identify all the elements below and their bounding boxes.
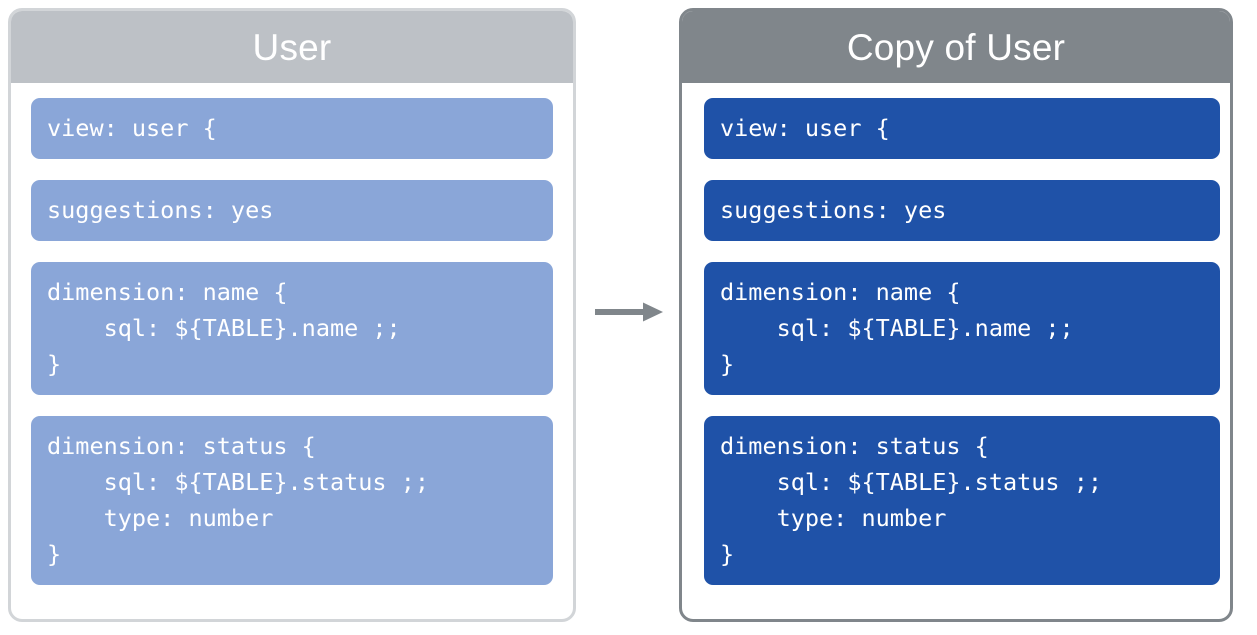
code-block-dimension-name[interactable]: dimension: name { sql: ${TABLE}.name ;; … (31, 262, 553, 395)
panel-source-title: User (252, 26, 332, 68)
code-block-suggestions-parameter[interactable]: suggestions: yes (31, 180, 553, 241)
panel-copy-body: view: user { suggestions: yes dimension:… (682, 83, 1230, 585)
code-block-dimension-name[interactable]: dimension: name { sql: ${TABLE}.name ;; … (704, 262, 1220, 395)
code-block-view-declaration[interactable]: view: user { (704, 98, 1220, 159)
code-block-dimension-status[interactable]: dimension: status { sql: ${TABLE}.status… (704, 416, 1220, 585)
panel-source-view: User view: user { suggestions: yes dimen… (8, 8, 576, 622)
panel-source-header: User (11, 11, 573, 83)
panel-source-body: view: user { suggestions: yes dimension:… (11, 83, 573, 585)
arrow-right-icon (595, 300, 663, 324)
panel-copy-header: Copy of User (682, 11, 1230, 83)
code-block-view-declaration[interactable]: view: user { (31, 98, 553, 159)
code-block-suggestions-parameter[interactable]: suggestions: yes (704, 180, 1220, 241)
arrow-right-glyph (595, 302, 663, 322)
panel-copy-view: Copy of User view: user { suggestions: y… (679, 8, 1233, 622)
code-block-dimension-status[interactable]: dimension: status { sql: ${TABLE}.status… (31, 416, 553, 585)
panel-copy-title: Copy of User (846, 26, 1066, 68)
